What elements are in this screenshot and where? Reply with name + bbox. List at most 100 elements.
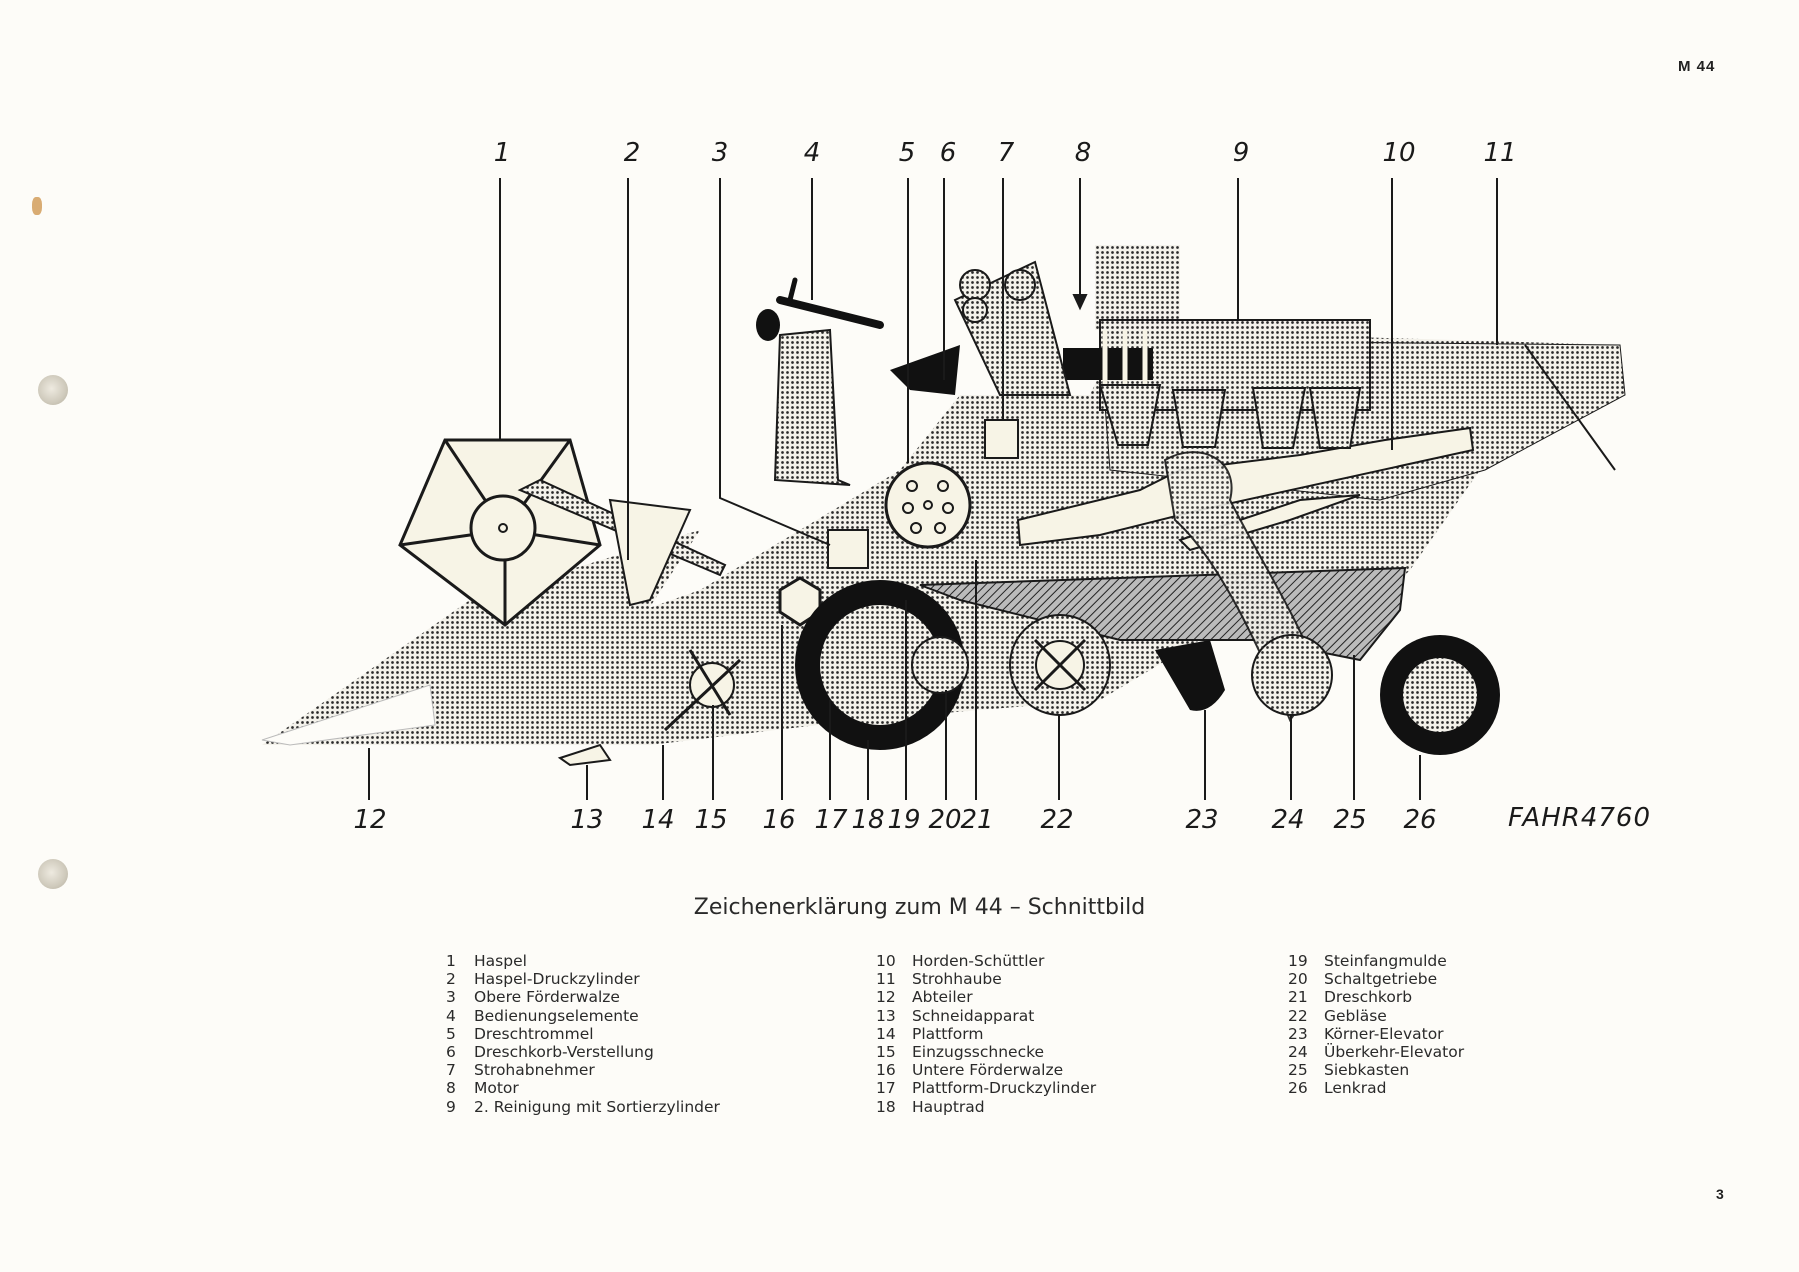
legend-number: 8	[446, 1079, 456, 1098]
legend-number: 21	[1288, 988, 1308, 1007]
callout-4: 4	[803, 138, 821, 168]
legend-label: Einzugsschnecke	[912, 1043, 1045, 1062]
legend-number: 25	[1288, 1061, 1308, 1080]
callout-8: 8	[1074, 138, 1092, 168]
legend-item: 13 Schneidapparat	[876, 1007, 1096, 1025]
cutter-bar	[557, 743, 612, 767]
callout-10: 10	[1382, 138, 1416, 168]
legend-item: 15 Einzugsschnecke	[876, 1043, 1096, 1061]
legend-label: Haspel	[474, 952, 527, 970]
operator-controls	[756, 277, 884, 486]
callout-17: 17	[814, 805, 848, 835]
punch-hole-bottom	[38, 859, 68, 889]
callout-7: 7	[997, 138, 1015, 168]
legend-item: 16 Untere Förderwalze	[876, 1061, 1096, 1079]
legend-label: Strohabnehmer	[474, 1061, 595, 1080]
callout-26: 26	[1403, 805, 1437, 835]
sorting-cups	[1098, 384, 1362, 449]
legend-number: 7	[446, 1061, 456, 1080]
legend-item: 25 Siebkasten	[1288, 1061, 1464, 1079]
legend-item: 5 Dreschtrommel	[446, 1025, 720, 1043]
legend-label: Motor	[474, 1079, 519, 1098]
callout-21: 21	[960, 805, 994, 835]
legend-number: 11	[876, 970, 896, 989]
legend-item: 19 Steinfangmulde	[1288, 952, 1464, 970]
legend-number: 10	[876, 952, 896, 970]
leader-lines	[368, 178, 1498, 800]
callout-19: 19	[887, 805, 921, 835]
callout-11: 11	[1483, 138, 1517, 168]
legend-number: 20	[1288, 970, 1308, 989]
legend-item: 17 Plattform-Druckzylinder	[876, 1079, 1096, 1097]
legend-title: Zeichenerklärung zum M 44 – Schnittbild	[693, 895, 1146, 920]
legend-item: 21 Dreschkorb	[1288, 988, 1464, 1006]
legend-number: 23	[1288, 1024, 1308, 1043]
legend-label: Körner-Elevator	[1324, 1024, 1444, 1043]
legend-number: 1	[446, 952, 456, 970]
legend-number: 24	[1288, 1043, 1308, 1062]
legend-label: Gebläse	[1324, 1006, 1387, 1025]
combine-harvester-cutaway-diagram	[261, 178, 1626, 800]
legend-item: 11 Strohhaube	[876, 970, 1096, 988]
legend-label: Plattform	[912, 1024, 984, 1043]
legend-label: Schneidapparat	[912, 1006, 1035, 1025]
callout-20: 20	[928, 805, 962, 835]
callout-1: 1	[493, 138, 511, 168]
legend-label: Siebkasten	[1324, 1061, 1410, 1080]
callout-3: 3	[711, 138, 729, 168]
straw-walker	[1016, 426, 1475, 547]
callout-14: 14	[641, 805, 675, 835]
legend-number: 5	[446, 1024, 456, 1043]
legend-label: Abteiler	[912, 988, 973, 1007]
legend-item: 22 Gebläse	[1288, 1007, 1464, 1025]
legend-item: 7 Strohabnehmer	[446, 1061, 720, 1079]
page-number: 3	[1716, 1186, 1724, 1202]
legend-label: Dreschtrommel	[474, 1024, 594, 1043]
punch-hole-top	[38, 375, 68, 405]
legend-number: 13	[876, 1006, 896, 1025]
legend-label: Plattform-Druckzylinder	[912, 1079, 1097, 1098]
legend-item: 10 Horden-Schüttler	[876, 952, 1096, 970]
drawing-id: FAHR4760	[1508, 803, 1652, 833]
legend-item: 8 Motor	[446, 1079, 720, 1097]
callout-24: 24	[1271, 805, 1305, 835]
callout-18: 18	[851, 805, 885, 835]
legend-label: Dreschkorb	[1324, 988, 1413, 1007]
legend-label: Haspel-Druckzylinder	[474, 970, 640, 989]
callout-15: 15	[694, 805, 728, 835]
legend-label: Steinfangmulde	[1324, 952, 1447, 970]
legend-number: 3	[446, 988, 456, 1007]
legend-number: 9	[446, 1097, 456, 1116]
legend-number: 19	[1288, 952, 1308, 970]
legend-label: Hauptrad	[912, 1097, 985, 1116]
legend-label: Horden-Schüttler	[912, 952, 1045, 970]
legend-label: 2. Reinigung mit Sortierzylinder	[474, 1097, 720, 1116]
legend-column-3: 19 Steinfangmulde 20 Schaltgetriebe 21 Dres…	[1288, 952, 1464, 1098]
legend-label: Obere Förderwalze	[474, 988, 620, 1007]
legend-number: 4	[446, 1006, 456, 1025]
legend-number: 17	[876, 1079, 896, 1098]
divider	[261, 684, 436, 746]
paper-stain	[32, 197, 42, 215]
legend-label: Schaltgetriebe	[1324, 970, 1438, 989]
legend-label: Untere Förderwalze	[912, 1061, 1064, 1080]
callout-16: 16	[762, 805, 796, 835]
legend-label: Lenkrad	[1324, 1079, 1387, 1098]
legend-label: Strohhaube	[912, 970, 1002, 989]
legend-item: 23 Körner-Elevator	[1288, 1025, 1464, 1043]
legend-number: 16	[876, 1061, 896, 1080]
legend-number: 6	[446, 1043, 456, 1062]
legend-number: 22	[1288, 1006, 1308, 1025]
legend-number: 15	[876, 1043, 896, 1062]
callout-9: 9	[1232, 138, 1250, 168]
